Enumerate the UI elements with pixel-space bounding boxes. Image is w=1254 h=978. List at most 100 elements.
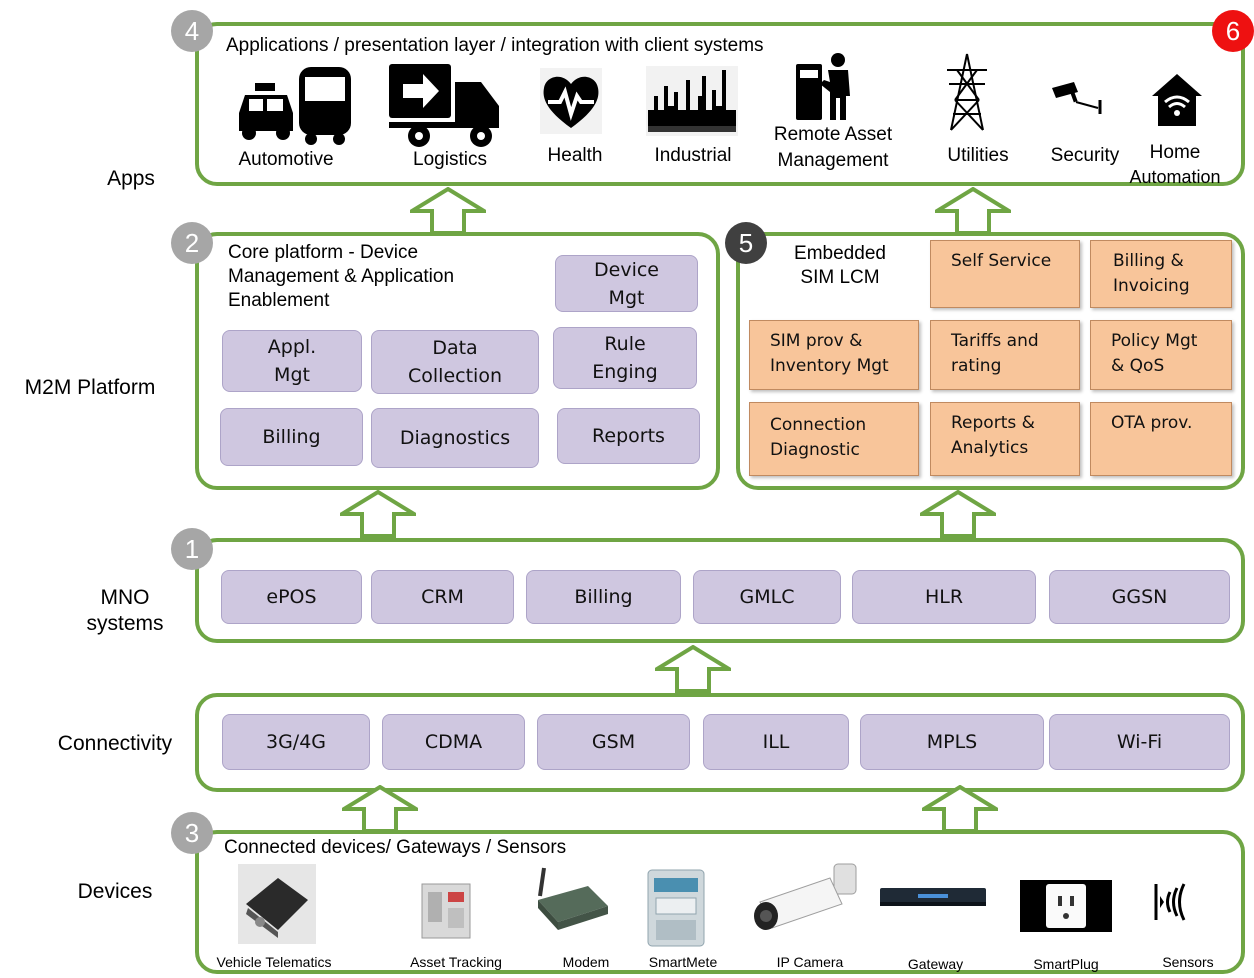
box-conn-mpls: MPLS [860, 714, 1044, 770]
row-label-apps: Apps [107, 167, 155, 190]
box-conn-gsm: GSM [537, 714, 690, 770]
smart-meter-icon [646, 868, 706, 948]
device-label-asset-tracking: Asset Tracking [410, 954, 502, 970]
up-arrow-connectivity-right [922, 785, 998, 833]
badge-apps: 4 [171, 10, 213, 52]
badge-apps-corner: 6 [1212, 10, 1254, 52]
core-platform-title-line2: Management & Application [228, 266, 455, 287]
factory-icon [646, 66, 738, 136]
box-mno-ggsn: GGSN [1049, 570, 1230, 624]
app-label-utilities: Utilities [947, 145, 1009, 166]
box-policy-qos: Policy Mgt & QoS [1090, 320, 1232, 390]
box-connection-line1: Connection [770, 415, 867, 435]
box-self-service: Self Service [930, 240, 1080, 308]
up-arrow-mno [655, 645, 731, 693]
app-label-security: Security [1050, 145, 1120, 166]
up-arrow-apps-right [935, 187, 1011, 235]
embedded-sim-title-line2: SIM LCM [800, 267, 880, 288]
box-tariffs-line2: rating [951, 356, 1002, 376]
row-label-connectivity: Connectivity [57, 732, 173, 755]
box-billing-invoicing-line1: Billing & [1113, 251, 1184, 271]
box-mno-epos: ePOS [221, 570, 362, 624]
modem-icon [530, 866, 610, 936]
box-mno-crm: CRM [371, 570, 514, 624]
up-arrow-connectivity-left [342, 785, 418, 833]
embedded-sim-title: Embedded SIM LCM [780, 242, 900, 290]
box-connection-line2: Diagnostic [770, 440, 860, 460]
device-label-smartmete: SmartMete [648, 954, 718, 970]
cctv-camera-icon [1050, 80, 1106, 116]
power-tower-icon [945, 52, 989, 132]
gateway-icon [878, 884, 988, 910]
vehicle-telematics-device-icon [238, 864, 316, 944]
box-mno-billing: Billing [526, 570, 681, 624]
box-tariffs-line1: Tariffs and [951, 331, 1039, 351]
app-label-health: Health [547, 145, 603, 166]
taxi-bus-icon [235, 65, 355, 145]
row-label-devices: Devices [77, 880, 153, 903]
box-conn-3g4g: 3G/4G [222, 714, 370, 770]
app-label-logistics: Logistics [413, 149, 487, 170]
smart-home-icon [1150, 72, 1204, 128]
box-rule-engine-line2: Enging [592, 361, 658, 383]
box-device-mgt-line2: Mgt [608, 286, 645, 309]
box-rule-engine-line1: Rule [604, 333, 646, 355]
box-sim-prov-line1: SIM prov & [770, 331, 863, 351]
device-label-sensors: Sensors [1162, 954, 1214, 970]
box-mno-hlr: HLR [852, 570, 1036, 624]
box-billing-invoicing-line2: Invoicing [1113, 276, 1190, 296]
app-label-home-line1: Home [1149, 142, 1201, 163]
box-reports-analytics-line1: Reports & [951, 413, 1035, 433]
row-label-mno-line1: MNO [100, 586, 150, 609]
box-reports-core: Reports [557, 408, 700, 464]
box-ota-prov: OTA prov. [1090, 402, 1232, 476]
box-policy-line2: & QoS [1111, 356, 1165, 376]
up-arrow-platform-left [340, 490, 416, 538]
box-mno-gmlc: GMLC [693, 570, 841, 624]
badge-embedded-sim: 5 [725, 222, 767, 264]
box-billing-core: Billing [220, 408, 363, 466]
box-sim-prov-line2: Inventory Mgt [770, 356, 889, 376]
box-connection-diagnostic: Connection Diagnostic [749, 402, 919, 476]
device-label-vehicle-telematics: Vehicle Telematics [216, 954, 332, 970]
box-reports-analytics-line2: Analytics [951, 438, 1029, 458]
box-sim-prov: SIM prov & Inventory Mgt [749, 320, 919, 390]
box-diagnostics: Diagnostics [371, 408, 539, 468]
device-label-ip-camera: IP Camera [776, 954, 844, 970]
box-conn-ill: ILL [703, 714, 849, 770]
app-label-remote-asset: Remote Asset Management [758, 123, 908, 173]
box-reports-analytics: Reports & Analytics [930, 402, 1080, 476]
box-data-collection-line1: Data [432, 337, 478, 359]
sensor-waves-icon [1150, 880, 1198, 924]
up-arrow-apps-left [410, 187, 486, 235]
app-label-automotive: Automotive [238, 149, 334, 170]
device-label-gateway: Gateway [907, 956, 964, 972]
badge-core-platform: 2 [171, 222, 213, 264]
box-conn-cdma: CDMA [382, 714, 525, 770]
badge-mno: 1 [171, 528, 213, 570]
smart-plug-icon [1020, 880, 1112, 932]
box-device-mgt-line1: Device [594, 258, 659, 281]
devices-panel-title: Connected devices/ Gateways / Sensors [224, 837, 567, 858]
core-platform-title-line3: Enablement [228, 290, 330, 311]
heart-pulse-icon [540, 68, 602, 134]
embedded-sim-title-line1: Embedded [794, 243, 886, 264]
box-data-collection-line2: Collection [408, 365, 502, 387]
atm-person-icon [790, 52, 860, 122]
box-device-mgt: Device Mgt [555, 255, 698, 312]
device-label-smartplug: SmartPlug [1033, 956, 1099, 972]
badge-devices: 3 [171, 812, 213, 854]
app-label-home-automation: Home Automation [1120, 141, 1230, 189]
row-label-mno-line2: systems [86, 612, 164, 635]
box-policy-line1: Policy Mgt [1111, 331, 1198, 351]
truck-icon [385, 60, 505, 148]
asset-tracker-icon [418, 880, 474, 942]
core-platform-title: Core platform - Device Management & Appl… [228, 241, 454, 313]
box-appl-mgt: Appl. Mgt [222, 330, 362, 392]
device-label-modem: Modem [562, 954, 610, 970]
box-appl-mgt-line2: Mgt [274, 364, 310, 386]
app-label-remote-asset-line1: Remote Asset [773, 124, 893, 145]
ip-camera-icon [750, 862, 860, 942]
box-billing-invoicing: Billing & Invoicing [1090, 240, 1232, 308]
row-label-mno-systems: MNO systems [80, 585, 170, 637]
